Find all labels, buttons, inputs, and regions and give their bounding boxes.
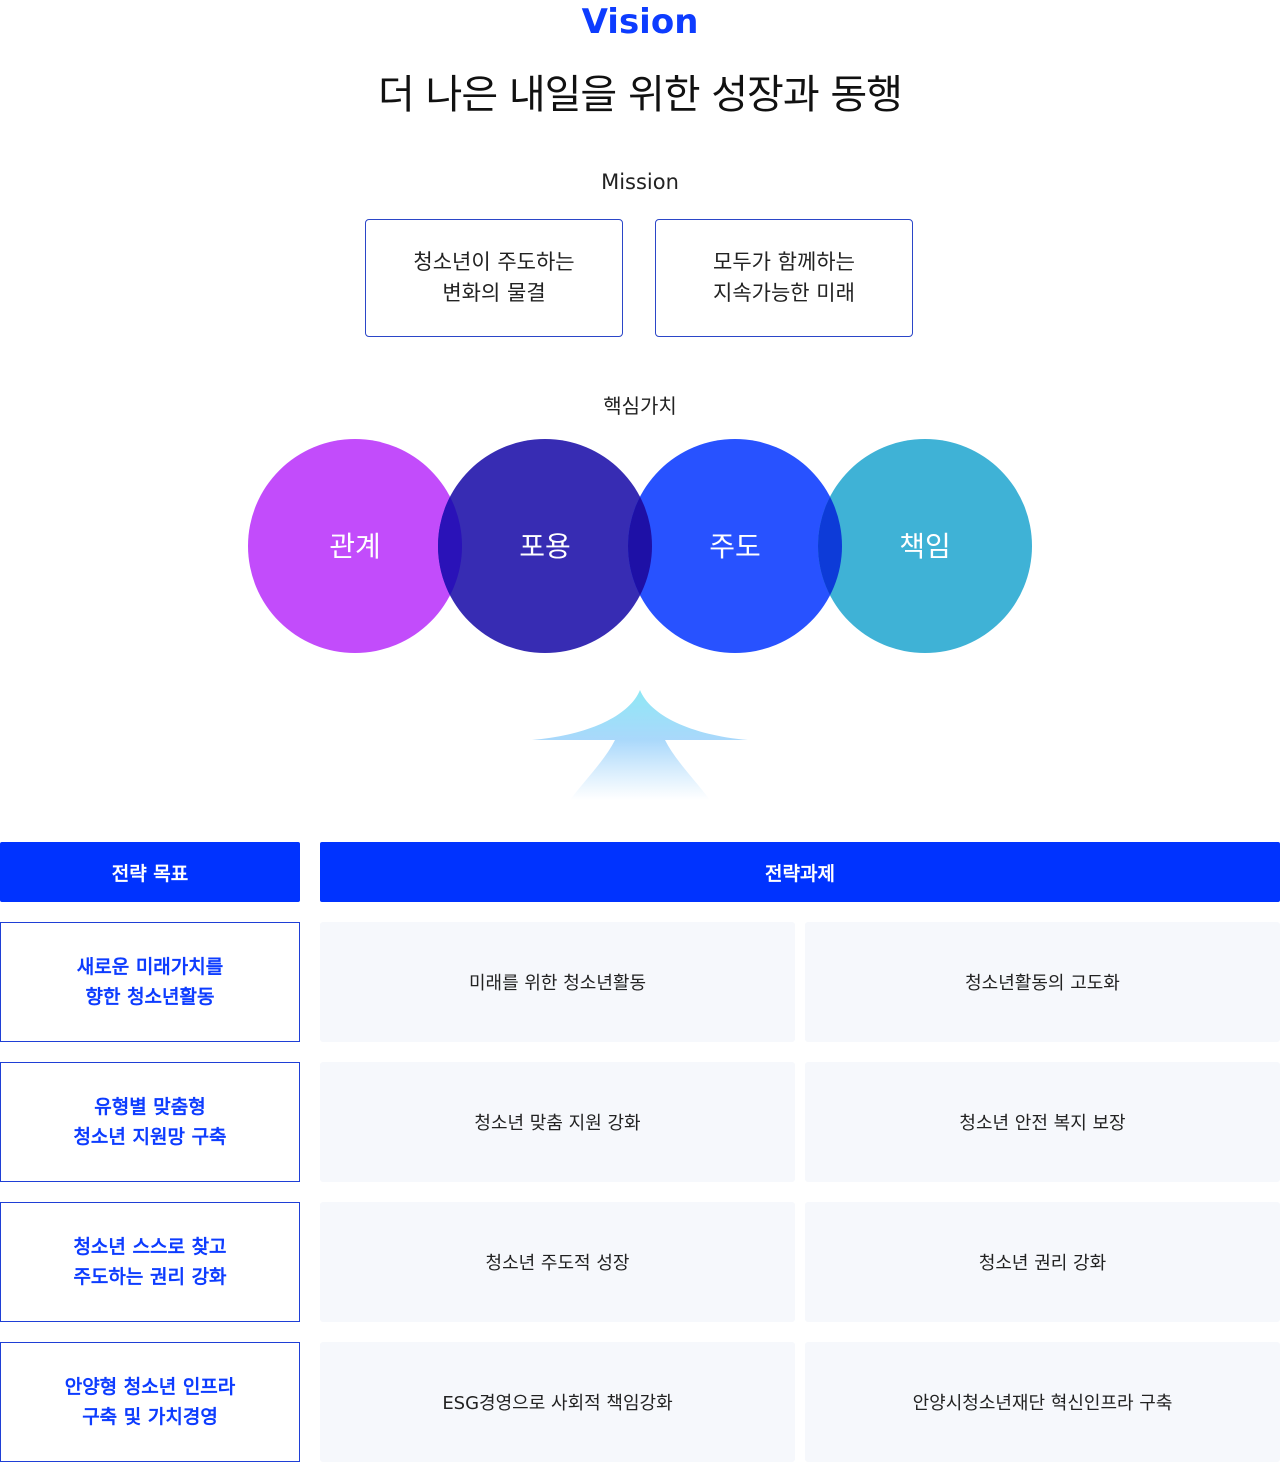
value-circle-relation — [248, 439, 462, 653]
mission-box-2: 모두가 함께하는 지속가능한 미래 — [655, 219, 913, 337]
task-cell: ESG경영으로 사회적 책임강화 — [320, 1342, 795, 1462]
value-label-responsibility: 책임 — [899, 530, 951, 563]
mission-text-line: 청소년이 주도하는 — [413, 250, 575, 274]
value-label-initiative: 주도 — [709, 530, 761, 563]
task-cell: 청소년 안전 복지 보장 — [805, 1062, 1280, 1182]
value-label-inclusion: 포용 — [519, 530, 571, 563]
goal-text-line: 유형별 맞춤형 — [94, 1096, 206, 1118]
goals-header: 전략 목표 — [0, 842, 300, 902]
mission-label: Mission — [601, 170, 679, 194]
mission-text-line: 모두가 함께하는 — [713, 250, 855, 274]
task-cell: 청소년 권리 강화 — [805, 1202, 1280, 1322]
value-label-relation: 관계 — [329, 530, 381, 563]
value-circle-responsibility — [818, 439, 1032, 653]
goal-box-1: 새로운 미래가치를 향한 청소년활동 — [0, 922, 300, 1042]
core-values-label: 핵심가치 — [603, 394, 677, 418]
value-circle-initiative — [628, 439, 842, 653]
goal-box-3: 청소년 스스로 찾고 주도하는 권리 강화 — [0, 1202, 300, 1322]
up-arrow-icon — [532, 690, 748, 800]
task-cell: 안양시청소년재단 혁신인프라 구축 — [805, 1342, 1280, 1462]
goal-text-line: 주도하는 권리 강화 — [73, 1266, 227, 1288]
page-title: 더 나은 내일을 위한 성장과 동행 — [378, 72, 903, 118]
mission-box-1: 청소년이 주도하는 변화의 물결 — [365, 219, 623, 337]
mission-text-line: 지속가능한 미래 — [713, 281, 855, 305]
core-values-diagram: 관계 포용 주도 책임 — [248, 439, 1032, 653]
goal-text-line: 향한 청소년활동 — [85, 986, 215, 1008]
task-cell: 청소년 주도적 성장 — [320, 1202, 795, 1322]
vision-label: Vision — [581, 2, 699, 42]
task-cell: 청소년활동의 고도화 — [805, 922, 1280, 1042]
goal-text-line: 구축 및 가치경영 — [82, 1406, 218, 1428]
goal-box-2: 유형별 맞춤형 청소년 지원망 구축 — [0, 1062, 300, 1182]
tasks-header: 전략과제 — [320, 842, 1280, 902]
goal-text-line: 청소년 스스로 찾고 — [73, 1236, 227, 1258]
goal-text-line: 청소년 지원망 구축 — [73, 1126, 227, 1148]
value-circle-inclusion — [438, 439, 652, 653]
goal-text-line: 새로운 미래가치를 — [76, 956, 224, 978]
task-cell: 청소년 맞춤 지원 강화 — [320, 1062, 795, 1182]
goal-box-4: 안양형 청소년 인프라 구축 및 가치경영 — [0, 1342, 300, 1462]
task-cell: 미래를 위한 청소년활동 — [320, 922, 795, 1042]
goal-text-line: 안양형 청소년 인프라 — [64, 1376, 236, 1398]
mission-text-line: 변화의 물결 — [442, 281, 546, 305]
